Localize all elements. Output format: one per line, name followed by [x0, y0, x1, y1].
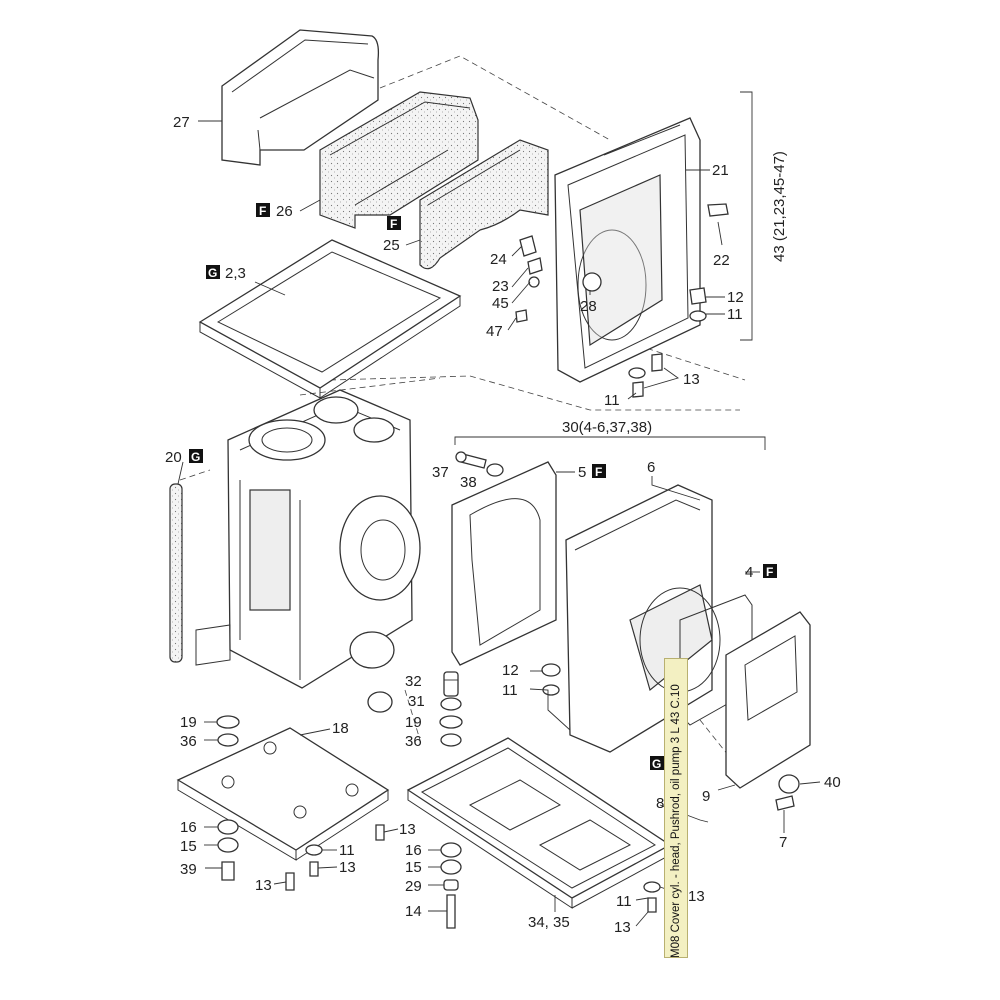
label-27: 27 — [173, 114, 190, 131]
label-13-plate: 13 — [399, 821, 416, 838]
label-13-plate-b: 13 — [339, 859, 356, 876]
svg-text:G: G — [652, 757, 661, 771]
label-13-sump: 13 — [688, 888, 705, 905]
plug-40-bolt-7 — [775, 774, 800, 811]
label-11-center: 11 — [502, 682, 518, 699]
svg-text:G: G — [191, 450, 200, 464]
gasket-frame-2-3 — [198, 239, 462, 399]
label-6: 6 — [647, 459, 655, 476]
badge-g-2-3: G — [206, 265, 220, 280]
label-29: 29 — [405, 878, 422, 895]
badge-f-5: F — [592, 464, 606, 479]
label-25: 25 — [383, 237, 400, 254]
washer-stack-center — [439, 663, 661, 929]
label-20: 20 — [165, 449, 182, 466]
label-2-3: 2,3 — [225, 265, 246, 282]
label-12-top: 12 — [727, 289, 744, 306]
label-26: 26 — [276, 203, 293, 220]
badge-f-26: F — [256, 203, 270, 218]
label-15-left: 15 — [180, 838, 197, 855]
tube-20 — [169, 483, 183, 663]
label-18: 18 — [332, 720, 349, 737]
label-38: 38 — [460, 474, 477, 491]
label-45: 45 — [492, 295, 509, 312]
svg-text:G: G — [208, 266, 217, 280]
fan-housing-6 — [565, 484, 721, 753]
label-11-mid: 11 — [604, 392, 620, 409]
label-36-left: 36 — [180, 733, 197, 750]
badge-g-8: G — [650, 756, 664, 771]
insulated-hood-26 — [319, 91, 479, 229]
assembly-bracket-43 — [740, 91, 753, 341]
label-13-bottom-left: 13 — [255, 877, 272, 894]
caption-text: M08 Cover cyl. - head, Pushrod, oil pump… — [670, 684, 682, 958]
label-31: 31 — [408, 693, 425, 710]
label-9: 9 — [702, 788, 710, 805]
label-39: 39 — [180, 861, 197, 878]
label-11-top: 11 — [727, 306, 743, 323]
svg-text:F: F — [766, 565, 773, 579]
badge-f-25: F — [387, 216, 401, 231]
svg-text:F: F — [595, 465, 602, 479]
leader-lines — [177, 120, 821, 927]
label-8: 8 — [656, 795, 664, 812]
label-28: 28 — [580, 298, 597, 315]
label-19-left: 19 — [180, 714, 197, 731]
label-34-35: 34, 35 — [528, 914, 570, 931]
label-21: 21 — [712, 162, 729, 179]
baffle-25 — [419, 139, 549, 270]
svg-text:F: F — [259, 204, 266, 218]
label-16-center: 16 — [405, 842, 422, 859]
label-14: 14 — [405, 903, 422, 920]
svg-text:F: F — [390, 217, 397, 231]
label-7: 7 — [779, 834, 787, 851]
assembly-label-43: 43 (21,23,45-47) — [771, 151, 788, 262]
label-11-plate: 11 — [339, 842, 355, 859]
engine-block — [195, 389, 421, 713]
label-47: 47 — [486, 323, 503, 340]
assembly-label-30: 30(4-6,37,38) — [562, 419, 652, 436]
label-15-center: 15 — [405, 859, 422, 876]
label-13-sump-b: 13 — [614, 919, 631, 936]
label-4: 4 — [745, 564, 753, 581]
label-36-center: 36 — [405, 733, 422, 750]
hood-cover-27 — [221, 29, 380, 166]
label-23: 23 — [492, 278, 509, 295]
assembly-bracket-30 — [454, 436, 766, 450]
label-16-left: 16 — [180, 819, 197, 836]
label-12-mid: 12 — [502, 662, 519, 679]
label-19-center: 19 — [405, 714, 422, 731]
badge-g-20: G — [189, 449, 203, 464]
side-cover-9 — [725, 611, 811, 789]
caption-tag — [664, 658, 688, 958]
badge-f-4: F — [763, 564, 777, 579]
label-24: 24 — [490, 251, 507, 268]
gasket-5 — [451, 461, 557, 666]
label-40: 40 — [824, 774, 841, 791]
part-number-labels: 27 26 25 2,3 21 22 24 23 45 47 28 12 11 … — [165, 114, 841, 936]
label-13-top: 13 — [683, 371, 700, 388]
label-22: 22 — [713, 252, 730, 269]
cover-plate-21 — [554, 117, 701, 383]
bolt-37-washer-38 — [455, 451, 504, 477]
base-plate-18 — [176, 727, 390, 861]
label-32: 32 — [405, 673, 422, 690]
oil-sump-34-35 — [406, 737, 672, 909]
label-5: 5 — [578, 464, 586, 481]
label-37: 37 — [432, 464, 449, 481]
label-11-sump: 11 — [616, 893, 632, 910]
